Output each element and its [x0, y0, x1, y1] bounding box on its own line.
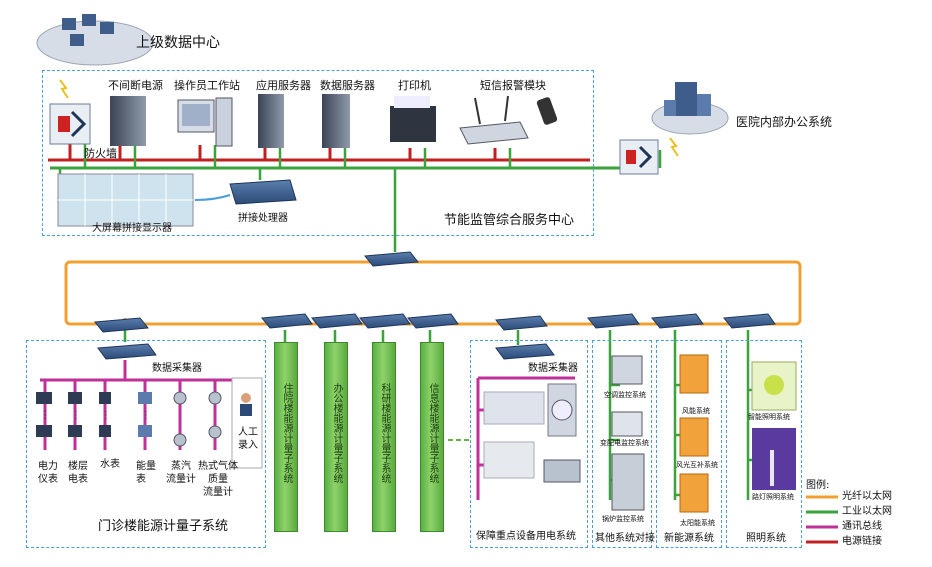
lighting-title: 照明系统 [746, 533, 786, 544]
info-column-label: 信息楼能源计量子系统 [427, 383, 438, 483]
person-icon [231, 377, 263, 469]
mri-icon [483, 441, 535, 479]
clinic-subsystem-box [26, 340, 266, 548]
operator-workstation-icon [177, 97, 233, 147]
clinic-collector-label: 数据采集器 [152, 363, 202, 374]
svg-text:⋮: ⋮ [71, 410, 81, 421]
upper-datacenter-label: 上级数据中心 [136, 35, 220, 51]
legend-power: 电源链接 [842, 536, 882, 547]
boiler-icon [611, 453, 645, 511]
gateway-firewall-icon [619, 139, 659, 175]
firewall-label: 防火墙 [84, 147, 117, 160]
equipment-box [470, 340, 588, 548]
printer-label: 打印机 [398, 79, 431, 92]
legend-fiber: 光纤以太网 [842, 491, 892, 502]
new-energy-title: 新能源系统 [664, 533, 714, 544]
lightning-icon [59, 79, 69, 99]
medical-device-icon [483, 391, 545, 425]
service-center-title: 节能监管综合服务中心 [444, 213, 575, 228]
splice-processor-label: 拼接处理器 [238, 213, 288, 224]
floor-meter-label: 楼层电表 [68, 461, 88, 485]
sms-module-icon [459, 95, 558, 145]
legend-industrial: 工业以太网 [842, 506, 892, 517]
others-title: 其他系统对接 [595, 533, 655, 544]
boiler-label: 锅炉监控系统 [602, 515, 644, 523]
legend-bus: 通讯总线 [842, 521, 882, 532]
ac-monitor-label: 空调监控系统 [604, 391, 646, 399]
office-column: 办公楼能源计量子系统 [324, 342, 348, 532]
pump-icon [543, 459, 581, 483]
gas-flow-label: 热式气体质量流量计 [198, 461, 238, 498]
printer-icon [390, 96, 436, 142]
video-wall-icon [57, 173, 194, 227]
equipment-collector-label: 数据采集器 [528, 363, 578, 374]
water-meter-label: 水表 [100, 459, 120, 470]
energy-meter-label: 能量表 [136, 461, 156, 485]
ups-icon [110, 96, 146, 146]
office-column-label: 办公楼能源计量子系统 [331, 383, 342, 483]
ac-monitor-icon [611, 355, 643, 385]
info-column: 信息楼能源计量子系统 [420, 342, 444, 532]
solar-label: 太阳能系统 [680, 519, 715, 527]
power-meter-label: 电力仪表 [38, 461, 58, 485]
legend-swatches [806, 495, 838, 544]
svg-text:⋮: ⋮ [141, 410, 151, 421]
inpatient-column-label: 住院楼能源计量子系统 [281, 383, 292, 483]
research-column: 科研楼能源计量子系统 [372, 342, 396, 532]
legend-title: 图例: [806, 480, 830, 491]
wind-label: 风能系统 [682, 407, 710, 415]
manual-entry-label: 人工录入 [238, 427, 258, 451]
steam-flow-label: 蒸汽流量计 [166, 461, 196, 485]
hospital-office-label: 医院内部办公系统 [736, 115, 833, 129]
data-server-label: 数据服务器 [320, 79, 375, 92]
new-energy-icons [679, 354, 709, 513]
lightning-icon-2 [669, 137, 679, 157]
meter-icons: ⋮ ⋮ ⋮ ⋮ [36, 391, 222, 447]
lighting-box [726, 340, 802, 548]
sms-label: 短信报警模块 [480, 79, 546, 92]
new-energy-box [656, 340, 722, 548]
street-light-label: 路灯照明系统 [752, 493, 794, 501]
substation-icon [611, 411, 643, 437]
data-server-icon [322, 94, 350, 148]
service-center-box [42, 70, 594, 236]
ups-label: 不间断电源 [108, 79, 163, 92]
switch-icons [94, 179, 776, 360]
smart-lighting-label: 智能照明系统 [748, 413, 790, 421]
wind-solar-label: 风光互补系统 [676, 461, 718, 469]
hospital-office-cloud-icon [651, 82, 729, 135]
operator-ws-label: 操作员工作站 [174, 79, 240, 92]
svg-text:⋮: ⋮ [101, 410, 111, 421]
other-systems-box [592, 340, 652, 548]
svg-text:⋮: ⋮ [40, 410, 50, 421]
upper-datacenter-cloud-icon [36, 14, 154, 66]
video-wall-label: 大屏幕拼接显示器 [92, 223, 172, 234]
clinic-title: 门诊楼能源计量子系统 [98, 519, 229, 534]
app-server-icon [258, 94, 284, 148]
equipment-title: 保障重点设备用电系统 [476, 531, 576, 542]
firewall-icon [49, 103, 91, 145]
research-column-label: 科研楼能源计量子系统 [379, 383, 390, 483]
substation-label: 变配电监控系统 [600, 439, 649, 447]
app-server-label: 应用服务器 [256, 79, 311, 92]
inpatient-column: 住院楼能源计量子系统 [274, 342, 298, 532]
